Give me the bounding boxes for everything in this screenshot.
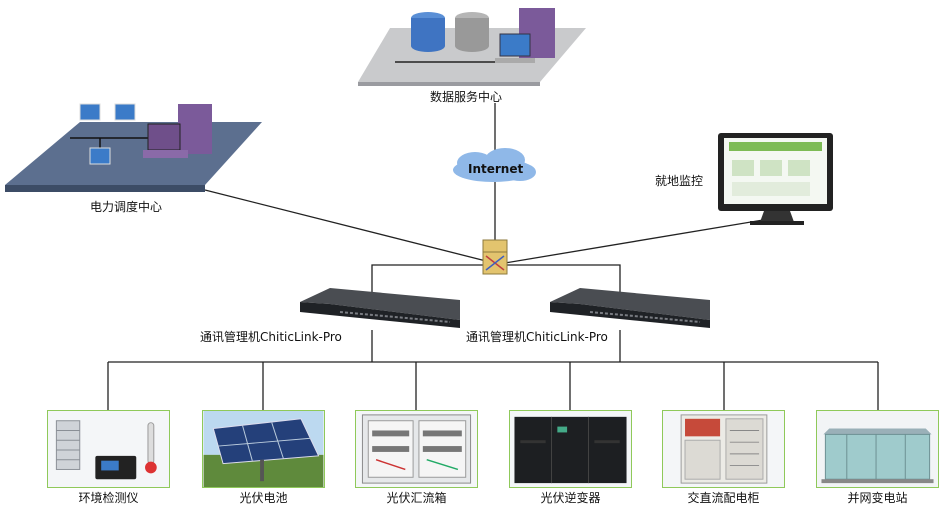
device-label-inverter: 光伏逆变器 xyxy=(540,491,601,505)
combiner-box-icon xyxy=(361,414,472,484)
internet-label: Internet xyxy=(468,162,524,176)
comm-manager-2-label: 通讯管理机ChiticLink-Pro xyxy=(466,330,608,344)
device-card-combiner-box xyxy=(355,410,478,488)
inverter-icon xyxy=(514,416,627,484)
device-label-pv-panel: 光伏电池 xyxy=(239,491,288,505)
data-center-icon xyxy=(358,8,586,86)
router-icon xyxy=(482,239,508,275)
comm-manager-1-label: 通讯管理机ChiticLink-Pro xyxy=(200,330,342,344)
device-card-inverter xyxy=(509,410,632,488)
device-card-distribution-cabinet xyxy=(662,410,785,488)
device-card-substation xyxy=(816,410,939,488)
comm-manager-2-icon xyxy=(550,288,710,328)
line-monitor-router xyxy=(504,217,776,264)
dispatch-center-label: 电力调度中心 xyxy=(90,200,163,214)
data-center-label: 数据服务中心 xyxy=(430,90,503,104)
internet-cloud-icon xyxy=(453,148,536,182)
environment-monitor-icon xyxy=(55,420,157,480)
dispatch-center-icon xyxy=(5,103,262,192)
device-card-environment-monitor xyxy=(47,410,170,488)
line-dispatch-router xyxy=(204,189,491,263)
device-card-pv-panel xyxy=(202,410,325,488)
device-label-combiner-box: 光伏汇流箱 xyxy=(386,491,447,505)
local-monitor-label: 就地监控 xyxy=(655,174,704,188)
solar-panel-icon xyxy=(203,411,324,487)
substation-icon xyxy=(817,411,938,487)
device-label-environment-monitor: 环境检测仪 xyxy=(78,491,139,505)
device-label-substation: 并网变电站 xyxy=(847,491,908,505)
comm-manager-1-icon xyxy=(300,288,460,328)
local-monitor-icon xyxy=(718,133,833,225)
device-label-distribution-cabinet: 交直流配电柜 xyxy=(687,491,760,505)
distribution-cabinet-icon xyxy=(680,414,768,484)
